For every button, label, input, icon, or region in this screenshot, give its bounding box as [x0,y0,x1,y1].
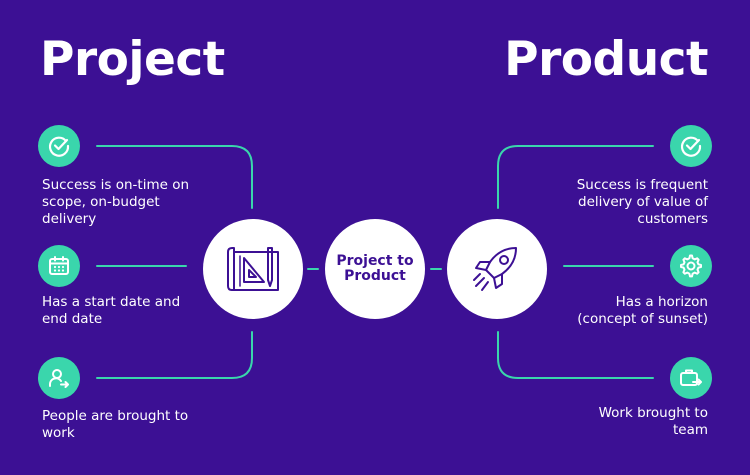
right-item-2-text: Has a horizon (concept of sunset) [577,294,708,327]
check-circle-icon [670,125,712,167]
center-label: Project to Product [336,253,414,284]
gear-icon [670,245,712,287]
left-item-1-text: Success is on-time on scope, on-budget d… [42,177,190,227]
center-hub: Project to Product [325,219,425,319]
project-heading: Project [40,32,225,87]
calendar-icon [38,245,80,287]
left-item-3-text: People are brought to work [42,408,189,441]
left-item-2-text: Has a start date and end date [42,294,181,327]
check-circle-icon [38,125,80,167]
rocket-icon [447,219,547,319]
briefcase-arrow-icon [670,357,712,399]
right-item-1-text: Success is frequent delivery of value of… [576,177,708,227]
right-item-3-text: Work brought to team [598,405,708,438]
product-heading: Product [504,32,708,87]
blueprint-tools-icon [203,219,303,319]
person-arrow-icon [38,357,80,399]
